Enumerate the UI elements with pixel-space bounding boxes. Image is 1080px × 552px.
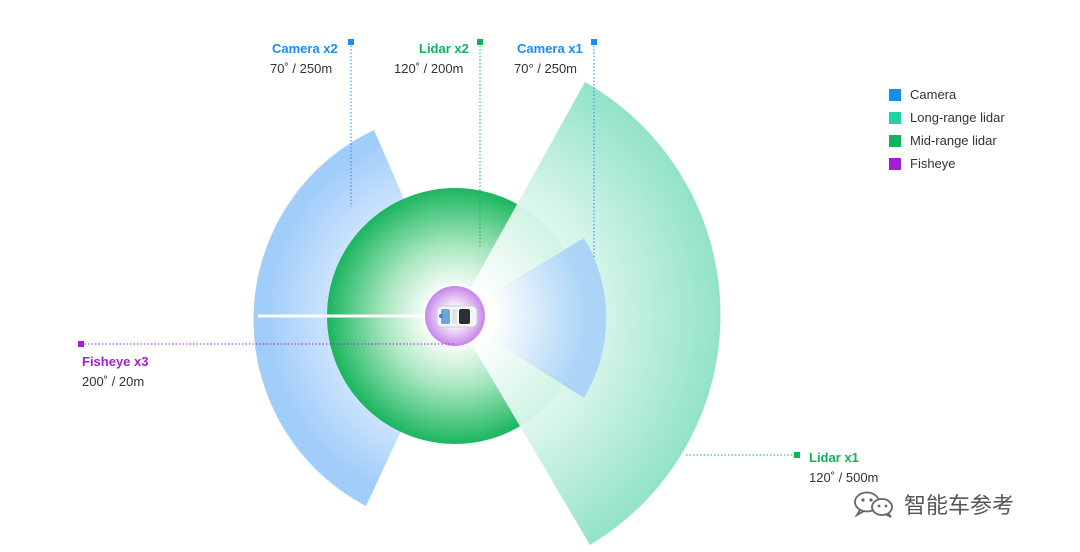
camera-x2-spec: 70˚ / 250m [270, 61, 333, 76]
watermark-text: 智能车参考 [904, 493, 1015, 518]
legend-swatch-long-range-lidar [889, 111, 901, 124]
lidar-x1-title: Lidar x1 [809, 450, 859, 465]
legend-item-fisheye: Fisheye [889, 152, 1005, 175]
car-icon [436, 305, 478, 328]
leader-markers [78, 39, 800, 458]
camera-x2-title: Camera x2 [272, 41, 338, 56]
marker-lidar-x2 [477, 39, 483, 45]
legend-swatch-camera [889, 88, 901, 101]
camera-x1-title: Camera x1 [517, 41, 583, 56]
marker-camera-x2 [348, 39, 354, 45]
wechat-icon [854, 491, 893, 518]
leader-lines [81, 42, 797, 456]
legend-item-long-range-lidar: Long-range lidar [889, 106, 1005, 129]
lidar-x2-title: Lidar x2 [419, 41, 469, 56]
front-camera-coverage [455, 238, 607, 398]
fisheye-x3-title: Fisheye x3 [82, 354, 149, 369]
legend-label-mid-range-lidar: Mid-range lidar [910, 133, 997, 148]
watermark: 智能车参考 [848, 488, 1014, 520]
fisheye-x3-spec: 200˚ / 20m [82, 374, 145, 389]
marker-fisheye-x3 [78, 341, 84, 347]
legend-swatch-fisheye [889, 157, 901, 170]
legend-item-mid-range-lidar: Mid-range lidar [889, 129, 1005, 152]
legend-swatch-mid-range-lidar [889, 134, 901, 147]
lidar-x2-spec: 120˚ / 200m [394, 61, 464, 76]
legend-item-camera: Camera [889, 83, 1005, 106]
legend-label-camera: Camera [910, 87, 957, 102]
camera-x1-spec: 70° / 250m [514, 61, 578, 76]
lidar-x1-spec: 120˚ / 500m [809, 470, 879, 485]
legend: Camera Long-range lidar Mid-range lidar … [889, 83, 1005, 175]
legend-label-fisheye: Fisheye [910, 156, 956, 171]
marker-camera-x1 [591, 39, 597, 45]
legend-label-long-range-lidar: Long-range lidar [910, 110, 1005, 125]
marker-lidar-x1 [794, 452, 800, 458]
